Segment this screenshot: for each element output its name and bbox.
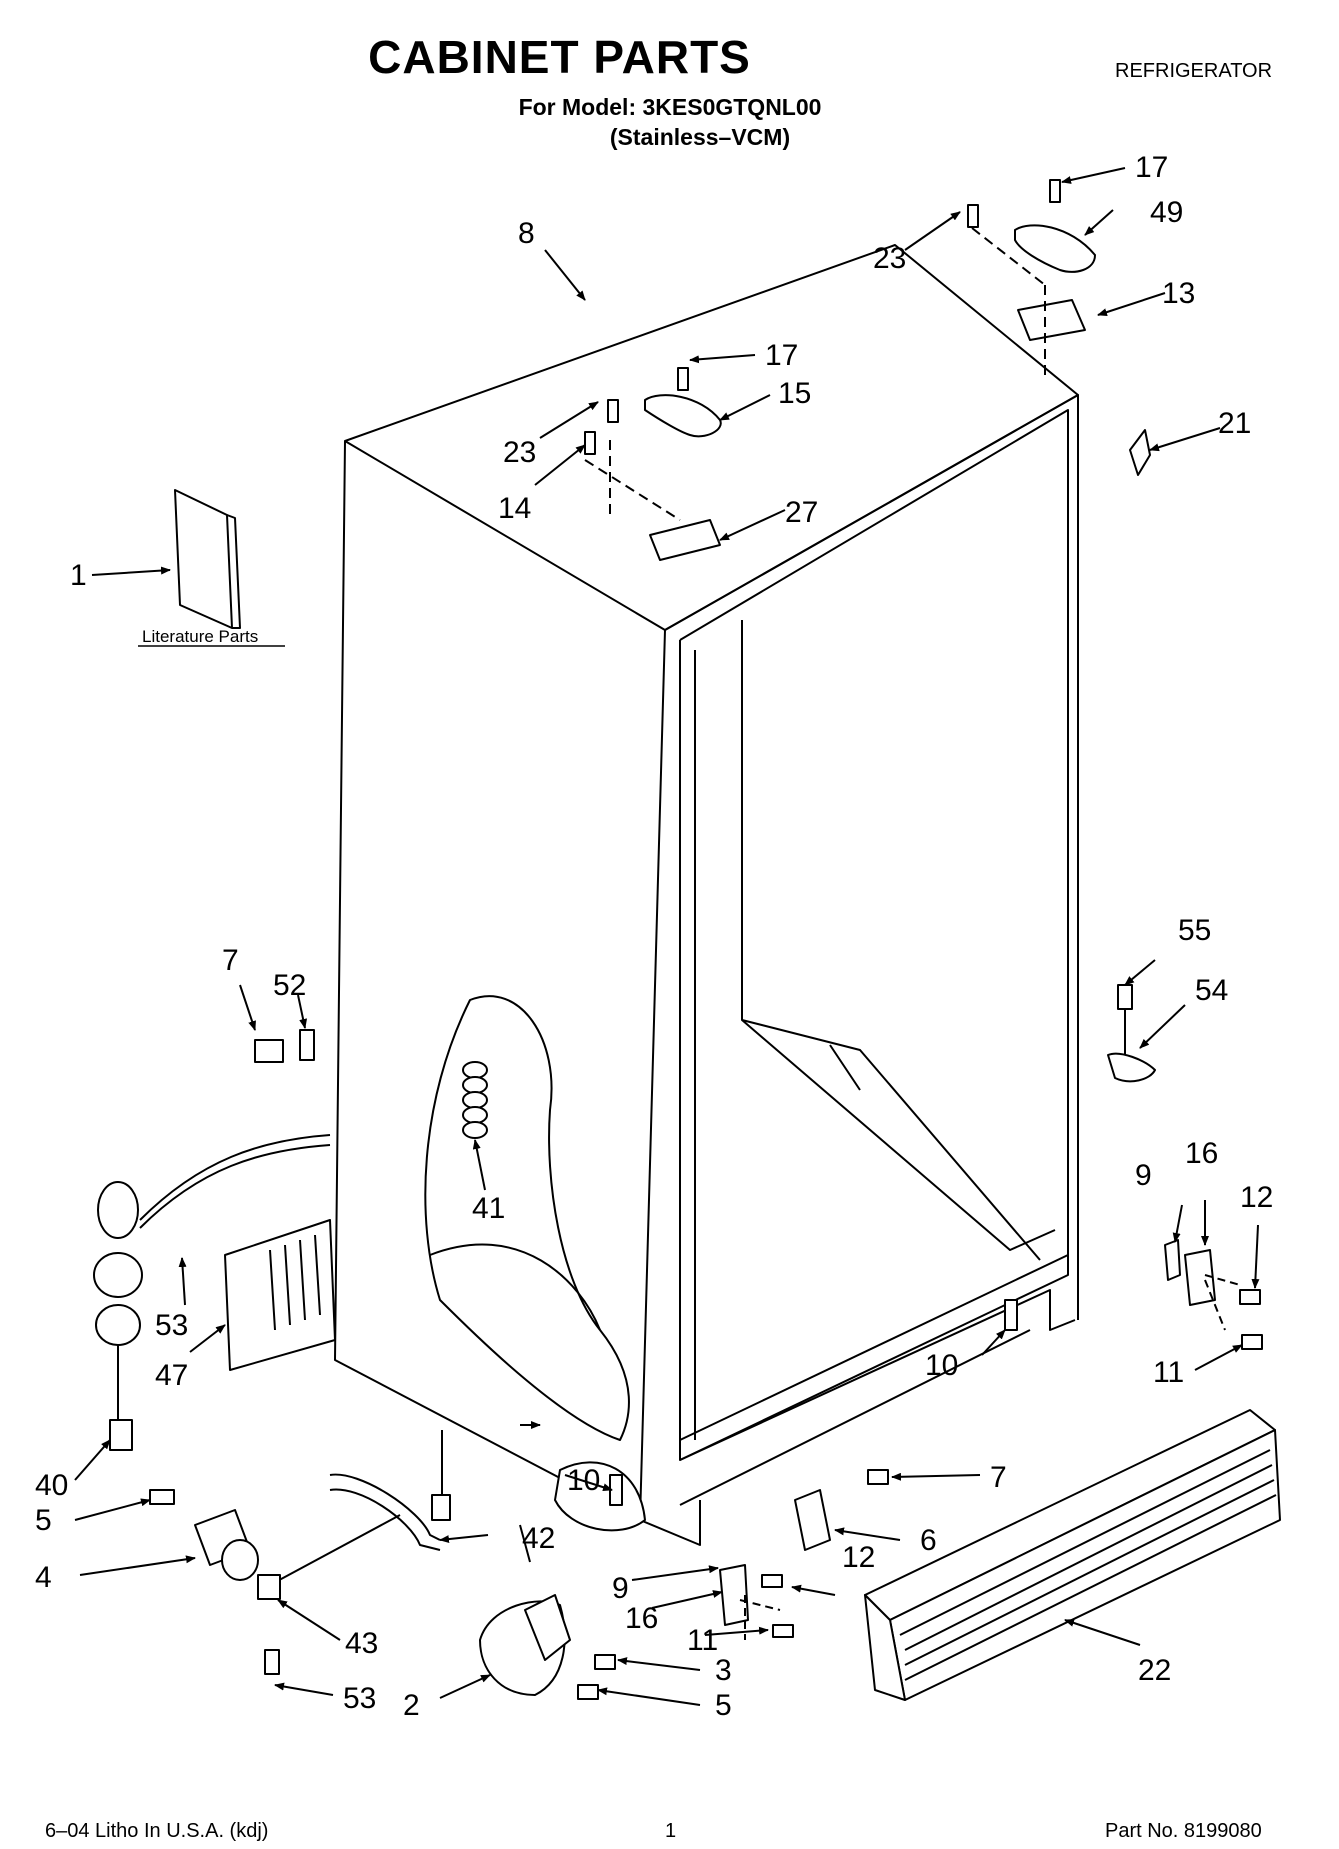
callout-6: 6	[920, 1524, 937, 1557]
callout-17b: 17	[765, 339, 798, 372]
literature-booklet	[138, 489, 285, 647]
callout-16b: 16	[625, 1602, 658, 1635]
finish-line: (Stainless–VCM)	[609, 124, 791, 150]
callout-5a: 5	[35, 1504, 52, 1537]
callout-55: 55	[1178, 914, 1211, 947]
top-hinge-right	[967, 179, 1151, 476]
appliance-type: REFRIGERATOR	[1115, 60, 1273, 82]
callout-23b: 23	[503, 436, 536, 469]
callout-43: 43	[345, 1627, 378, 1660]
callout-labels: 1 2 3 4 5 5 6 7 7 8 9 9 10 10 11 11 12 1…	[35, 151, 1273, 1722]
hinge-bracket-bottom	[719, 1469, 889, 1640]
callout-52: 52	[273, 969, 306, 1002]
callout-10b: 10	[567, 1464, 600, 1497]
electrical-box	[224, 1219, 336, 1371]
page-title: CABINET PARTS	[368, 31, 751, 83]
callout-14: 14	[498, 492, 531, 525]
callout-53a: 53	[155, 1309, 188, 1342]
callout-16a: 16	[1185, 1137, 1218, 1170]
callout-8: 8	[518, 217, 535, 250]
leader-lines	[74, 167, 1260, 1706]
callout-3: 3	[715, 1654, 732, 1687]
callout-5b: 5	[715, 1689, 732, 1722]
callout-27: 27	[785, 496, 818, 529]
callout-42: 42	[522, 1522, 555, 1555]
power-cord	[93, 1134, 331, 1451]
callout-21: 21	[1218, 407, 1251, 440]
water-tube	[269, 1430, 451, 1586]
print-info: 6–04 Litho In U.S.A. (kdj)	[45, 1820, 269, 1842]
callout-23a: 23	[873, 242, 906, 275]
water-coil	[462, 1061, 488, 1139]
cabinet-shell	[334, 244, 1079, 1546]
part-number: Part No. 8199080	[1105, 1820, 1262, 1842]
roller-assembly-left	[149, 1489, 281, 1675]
callout-10a: 10	[925, 1349, 958, 1382]
literature-label: Literature Parts	[142, 627, 258, 646]
callout-1: 1	[70, 559, 87, 592]
callout-54: 54	[1195, 974, 1228, 1007]
callout-22: 22	[1138, 1654, 1171, 1687]
callout-53b: 53	[343, 1682, 376, 1715]
model-subtitle: For Model: 3KES0GTQNL00 (Stainless–VCM)	[430, 92, 910, 152]
callout-12a: 12	[1240, 1181, 1273, 1214]
callout-2: 2	[403, 1689, 420, 1722]
model-line: For Model: 3KES0GTQNL00	[518, 94, 822, 120]
stop-bracket	[1107, 984, 1156, 1083]
hinge-bracket-right	[609, 1239, 1263, 1506]
callout-17a: 17	[1135, 151, 1168, 184]
base-grille	[864, 1409, 1281, 1701]
callout-11a: 11	[1153, 1356, 1184, 1389]
callout-12b: 12	[842, 1541, 875, 1574]
callout-13: 13	[1162, 277, 1195, 310]
callout-7a: 7	[222, 944, 239, 977]
cord-clamp	[254, 1029, 315, 1063]
callout-11b: 11	[687, 1624, 718, 1657]
callout-40: 40	[35, 1469, 68, 1502]
callout-9b: 9	[612, 1572, 629, 1605]
roller-assembly-right	[479, 1594, 616, 1700]
callout-9a: 9	[1135, 1159, 1152, 1192]
callout-4: 4	[35, 1561, 52, 1594]
callout-41: 41	[472, 1192, 505, 1225]
page-number: 1	[665, 1820, 677, 1842]
callout-49: 49	[1150, 196, 1183, 229]
callout-15: 15	[778, 377, 811, 410]
top-hinge-left	[584, 367, 722, 561]
callout-47: 47	[155, 1359, 188, 1392]
callout-7b: 7	[990, 1461, 1007, 1494]
